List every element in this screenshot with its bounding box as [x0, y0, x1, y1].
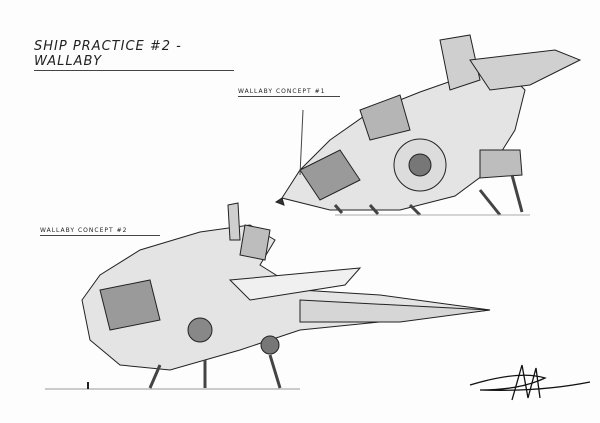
artist-signature	[469, 364, 591, 401]
wallaby-concept-1-ship	[274, 34, 582, 217]
concept-2-label: WALLABY CONCEPT #2	[40, 227, 160, 236]
wallaby-concept-2-ship	[45, 202, 491, 390]
concept-1-label: WALLABY CONCEPT #1	[238, 88, 340, 97]
sheet-title: SHIP PRACTICE #2 - WALLABY	[34, 39, 234, 71]
